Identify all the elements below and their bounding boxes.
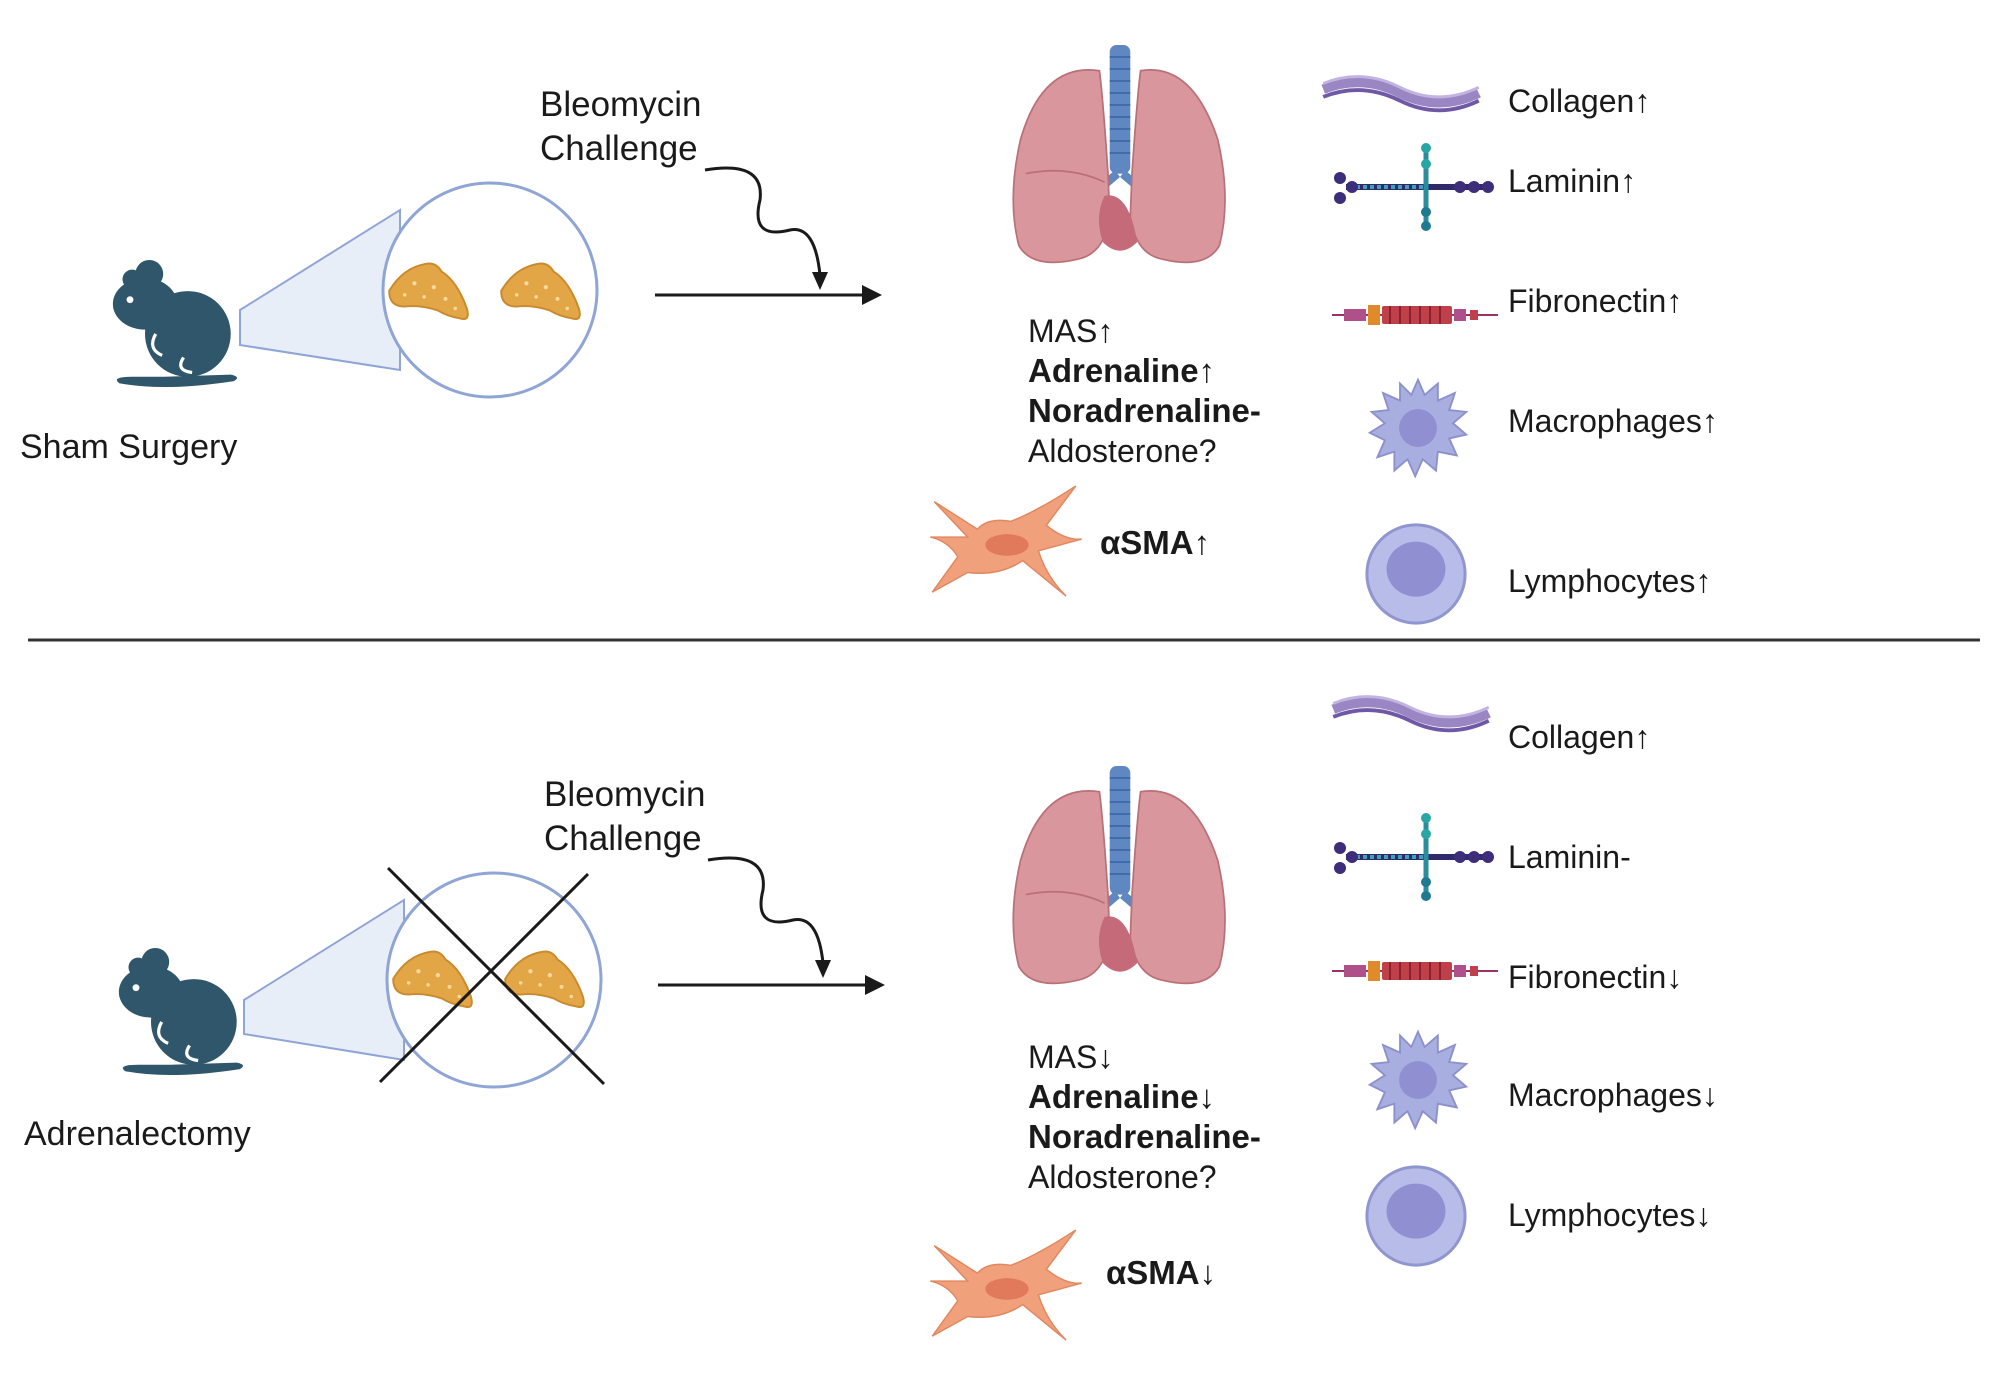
lymphocyte-icon xyxy=(1365,523,1467,625)
challenge-label-line1: Bleomycin xyxy=(544,775,705,814)
lung-label: Aldosterone? xyxy=(1028,1159,1217,1195)
fibroblast-icon xyxy=(929,1229,1083,1341)
laminin-icon xyxy=(1334,813,1494,901)
magnifier-circle xyxy=(385,871,603,1089)
collagen-icon xyxy=(1333,697,1489,731)
squiggle-arrowhead xyxy=(812,272,828,290)
macrophage-icon xyxy=(1368,1030,1468,1130)
fibronectin-icon xyxy=(1331,304,1499,326)
lung-label: Noradrenaline- xyxy=(1028,1118,1261,1155)
asma-label: αSMA↓ xyxy=(1106,1254,1216,1291)
fibroblast-icon xyxy=(929,485,1083,597)
marker-label: Lymphocytes↓ xyxy=(1508,1197,1711,1233)
magnifier-circle xyxy=(381,181,599,399)
squiggle-arrow xyxy=(707,856,825,964)
lungs-icon xyxy=(1012,766,1227,985)
lungs-icon xyxy=(1012,45,1227,264)
fibronectin-icon xyxy=(1331,960,1499,982)
lung-label: MAS↓ xyxy=(1028,1039,1113,1075)
lung-label: Aldosterone? xyxy=(1028,433,1217,469)
arrowhead xyxy=(865,975,885,995)
challenge-label-line2: Challenge xyxy=(544,819,702,858)
group-label: Adrenalectomy xyxy=(24,1115,251,1153)
panel-sham: Sham Surgery Bleomycin Challenge MAS↑ Ad… xyxy=(20,45,1718,625)
marker-label: Collagen↑ xyxy=(1508,719,1650,755)
asma-label: αSMA↑ xyxy=(1100,524,1210,561)
squiggle-arrowhead xyxy=(815,960,831,978)
mouse-icon xyxy=(117,946,245,1077)
lung-label: Adrenaline↑ xyxy=(1028,352,1215,389)
marker-label: Lymphocytes↑ xyxy=(1508,563,1711,599)
lung-label: MAS↑ xyxy=(1028,313,1113,349)
lymphocyte-icon xyxy=(1365,1165,1467,1267)
arrowhead xyxy=(862,285,882,305)
group-label: Sham Surgery xyxy=(20,428,237,466)
mouse-icon xyxy=(111,258,239,389)
challenge-label-line1: Bleomycin xyxy=(540,85,701,124)
magnifier-cone xyxy=(239,208,401,372)
magnifier-cone xyxy=(243,898,405,1062)
challenge-label-line2: Challenge xyxy=(540,129,698,168)
marker-label: Collagen↑ xyxy=(1508,83,1650,119)
laminin-icon xyxy=(1334,143,1494,231)
marker-label: Laminin↑ xyxy=(1508,163,1636,199)
marker-label: Laminin- xyxy=(1508,839,1631,875)
cross-out-line xyxy=(378,872,590,1084)
panel-adrenalectomy: Adrenalectomy Bleomycin Challenge MAS↓ A… xyxy=(24,697,1718,1341)
macrophage-icon xyxy=(1368,378,1468,478)
collagen-icon xyxy=(1323,77,1479,111)
marker-label: Fibronectin↓ xyxy=(1508,959,1682,995)
marker-label: Macrophages↑ xyxy=(1508,403,1718,439)
squiggle-arrow xyxy=(704,166,822,276)
lung-label: Adrenaline↓ xyxy=(1028,1078,1215,1115)
marker-label: Macrophages↓ xyxy=(1508,1077,1718,1113)
lung-label: Noradrenaline- xyxy=(1028,392,1261,429)
cross-out-line xyxy=(386,866,606,1086)
marker-label: Fibronectin↑ xyxy=(1508,283,1682,319)
